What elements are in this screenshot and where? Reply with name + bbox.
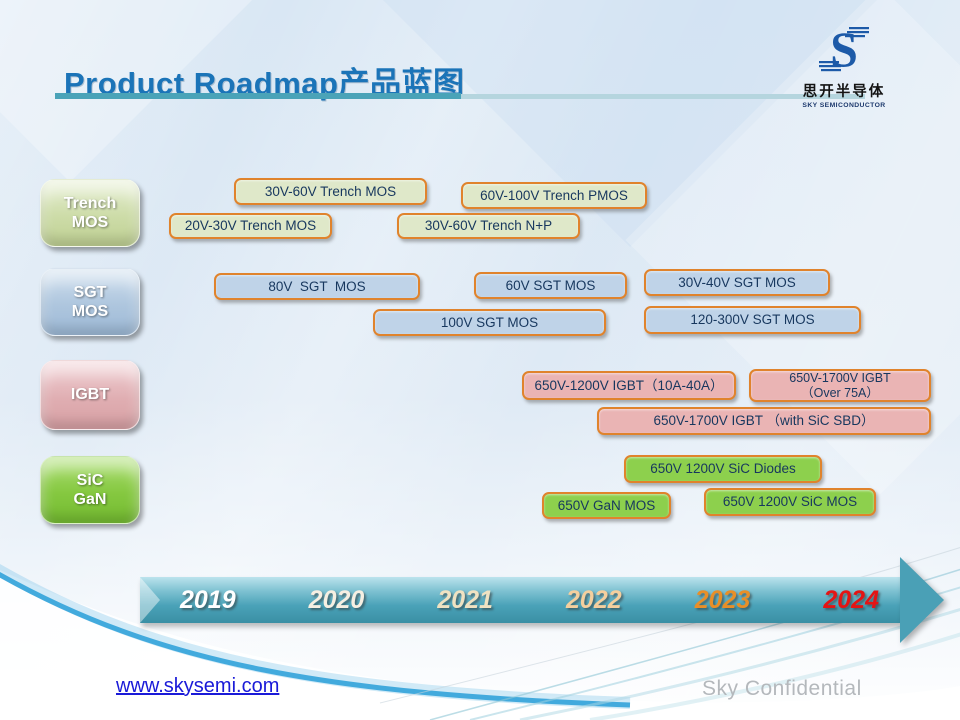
logo-s-icon: S	[819, 21, 869, 77]
category-igbt: IGBT	[40, 360, 140, 430]
category-sgt-mos: SGT MOS	[40, 268, 140, 336]
category-label: GaN	[73, 491, 107, 508]
timeline-year-2019: 2019	[180, 585, 236, 614]
product-box-trench-20v-30v: 20V-30V Trench MOS	[169, 213, 332, 239]
product-box-trench-30v-60v: 30V-60V Trench MOS	[234, 178, 427, 205]
product-box-sgt-120-300v: 120-300V SGT MOS	[644, 306, 861, 334]
product-box-igbt-sic-sbd: 650V-1700V IGBT （with SiC SBD）	[597, 407, 931, 435]
timeline-year-2020: 2020	[308, 585, 365, 614]
timeline-year-2024: 2024	[823, 585, 879, 614]
product-box-sgt-80v: 80V SGT MOS	[214, 273, 420, 300]
svg-text:S: S	[830, 24, 858, 74]
product-box-trench-np: 30V-60V Trench N+P	[397, 213, 580, 239]
category-trench-mos: Trench MOS	[40, 179, 140, 247]
category-sic-gan: SiC GaN	[40, 456, 140, 524]
category-label: Trench	[63, 194, 117, 212]
timeline-years: 2019 2020 2021 2022 2023 2024	[140, 577, 901, 623]
product-box-sic-mos: 650V 1200V SiC MOS	[704, 488, 876, 516]
timeline-year-2023: 2023	[694, 585, 751, 614]
timeline-year-2022: 2022	[566, 585, 622, 614]
product-box-sic-diodes: 650V 1200V SiC Diodes	[624, 455, 822, 483]
category-label: MOS	[71, 214, 109, 231]
product-box-sgt-60v: 60V SGT MOS	[474, 272, 627, 299]
category-label: SiC	[76, 471, 104, 489]
timeline-arrowhead-icon	[900, 557, 944, 643]
category-label: SGT	[73, 283, 107, 301]
product-box-igbt-10a-40a: 650V-1200V IGBT（10A-40A）	[522, 371, 736, 400]
product-box-igbt-over-75a: 650V-1700V IGBT （Over 75A）	[749, 369, 931, 402]
category-label: MOS	[71, 303, 109, 320]
company-logo: S 思开半导体 SKY SEMICONDUCTOR	[796, 21, 892, 109]
category-label: IGBT	[70, 386, 110, 404]
logo-company-name-zh: 思开半导体	[802, 84, 886, 100]
product-box-sgt-100v: 100V SGT MOS	[373, 309, 606, 336]
product-box-sgt-30v-40v: 30V-40V SGT MOS	[644, 269, 830, 296]
logo-company-name-en: SKY SEMICONDUCTOR	[802, 102, 886, 109]
timeline-year-2021: 2021	[437, 585, 493, 614]
product-box-trench-pmos: 60V-100V Trench PMOS	[461, 182, 647, 209]
product-box-line1: 650V-1700V IGBT	[789, 371, 891, 386]
title-underline-dark	[55, 93, 461, 99]
confidential-label: Sky Confidential	[702, 677, 862, 700]
title-underline-light	[461, 94, 865, 99]
website-link[interactable]: www.skysemi.com	[116, 675, 280, 697]
product-box-line2: （Over 75A）	[801, 385, 879, 400]
timeline-arrow: 2019 2020 2021 2022 2023 2024	[140, 577, 901, 623]
product-box-gan-mos: 650V GaN MOS	[542, 492, 671, 519]
